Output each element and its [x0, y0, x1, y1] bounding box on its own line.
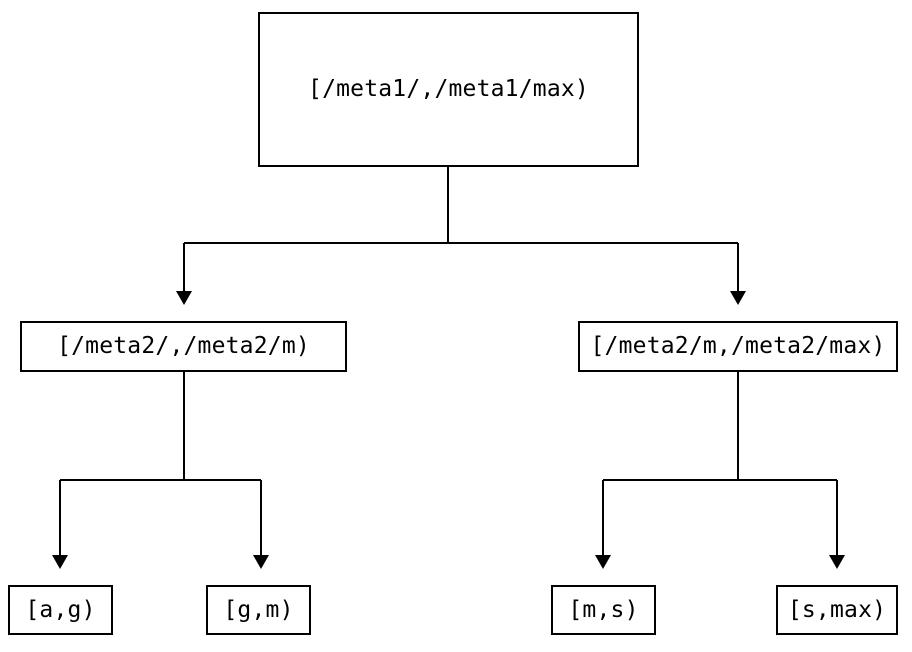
arrowhead-mid-right: [730, 291, 746, 305]
node-leaf-s-max-label: [s,max): [787, 596, 887, 623]
arrowhead-leaf-1: [52, 555, 68, 569]
node-root-label: [/meta1/,/meta1/max): [308, 76, 589, 102]
node-leaf-m-s[interactable]: [m,s): [551, 585, 656, 635]
node-root[interactable]: [/meta1/,/meta1/max): [258, 12, 639, 167]
node-mid-left-label: [/meta2/,/meta2/m): [57, 333, 310, 359]
edge-root-to-mid-level: [176, 167, 746, 305]
arrowhead-leaf-2: [253, 555, 269, 569]
node-leaf-m-s-label: [m,s): [568, 596, 639, 623]
arrowhead-leaf-3: [595, 555, 611, 569]
node-leaf-g-m[interactable]: [g,m): [206, 585, 311, 635]
arrowhead-mid-left: [176, 291, 192, 305]
node-mid-left[interactable]: [/meta2/,/meta2/m): [20, 321, 347, 372]
edge-midleft-to-leaves: [52, 372, 269, 569]
node-leaf-g-m-label: [g,m): [223, 596, 294, 623]
node-mid-right[interactable]: [/meta2/m,/meta2/max): [578, 321, 898, 372]
edge-midright-to-leaves: [595, 372, 845, 569]
node-leaf-a-g-label: [a,g): [25, 596, 96, 623]
node-leaf-a-g[interactable]: [a,g): [8, 585, 113, 635]
node-leaf-s-max[interactable]: [s,max): [776, 585, 898, 635]
arrowhead-leaf-4: [829, 555, 845, 569]
node-mid-right-label: [/meta2/m,/meta2/max): [590, 333, 886, 359]
